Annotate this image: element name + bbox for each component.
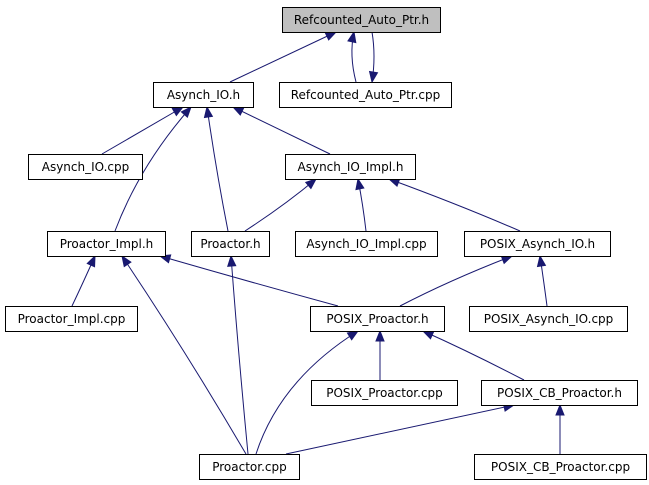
node-asynch-io-impl-h[interactable]: Asynch_IO_Impl.h (285, 154, 416, 180)
node-box (282, 7, 441, 33)
arrowhead-proactor-cpp-to-proactor-h (227, 254, 237, 267)
arrowhead-refcounted-auto-ptr-cpp-to-refcounted-auto-ptr-h (347, 30, 357, 44)
node-label: Proactor_Impl.h (60, 237, 154, 251)
arrowhead-proactor-h-to-asynch-io-impl-h (304, 178, 318, 190)
node-box (310, 306, 445, 332)
node-refcounted-auto-ptr-h[interactable]: Refcounted_Auto_Ptr.h (282, 7, 441, 33)
arrowhead-proactor-impl-h-to-asynch-io-h (180, 105, 192, 119)
edge-posix-proactor-h-to-posix-asynch-io-h (399, 255, 513, 307)
node-label: Refcounted_Auto_Ptr.cpp (291, 88, 441, 102)
node-label: Proactor_Impl.cpp (18, 312, 126, 326)
node-label: POSIX_Asynch_IO.h (480, 237, 595, 251)
node-posix-proactor-cpp[interactable]: POSIX_Proactor.cpp (311, 380, 458, 406)
node-box (191, 231, 270, 257)
arrowhead-asynch-io-impl-h-to-asynch-io-h (231, 106, 245, 116)
arrowhead-asynch-io-cpp-to-asynch-io-h (171, 106, 185, 117)
node-asynch-io-impl-cpp[interactable]: Asynch_IO_Impl.cpp (295, 231, 438, 257)
arrowhead-posix-asynch-io-cpp-to-posix-asynch-io-h (536, 254, 547, 268)
node-box (279, 82, 452, 108)
node-refcounted-auto-ptr-cpp[interactable]: Refcounted_Auto_Ptr.cpp (279, 82, 452, 108)
arrowhead-refcounted-auto-ptr-h-to-refcounted-auto-ptr-cpp (368, 70, 379, 84)
node-box (474, 454, 647, 480)
edges-layer (71, 30, 565, 455)
node-label: Refcounted_Auto_Ptr.h (294, 13, 429, 27)
arrowhead-asynch-io-h-to-refcounted-auto-ptr-h (324, 31, 338, 41)
node-box (5, 306, 138, 332)
node-label: Proactor.cpp (212, 460, 287, 474)
edge-proactor-cpp-to-posix-cb-proactor-h (285, 404, 515, 455)
node-box (311, 380, 458, 406)
node-posix-proactor-h[interactable]: POSIX_Proactor.h (310, 306, 445, 332)
node-box (47, 231, 166, 257)
edge-proactor-h-to-asynch-io-impl-h (244, 178, 317, 232)
node-proactor-impl-cpp[interactable]: Proactor_Impl.cpp (5, 306, 138, 332)
node-posix-cb-proactor-h[interactable]: POSIX_CB_Proactor.h (481, 380, 638, 406)
node-box (285, 154, 416, 180)
node-label: POSIX_CB_Proactor.cpp (491, 460, 630, 474)
edge-asynch-io-cpp-to-asynch-io-h (101, 106, 184, 155)
node-label: POSIX_Proactor.h (326, 312, 428, 326)
node-label: Asynch_IO_Impl.h (298, 160, 404, 174)
node-label: Asynch_IO.cpp (42, 160, 130, 174)
node-box (469, 306, 628, 332)
node-posix-asynch-io-cpp[interactable]: POSIX_Asynch_IO.cpp (469, 306, 628, 332)
edge-proactor-cpp-to-posix-proactor-h (255, 330, 359, 455)
node-label: POSIX_CB_Proactor.h (497, 386, 622, 400)
arrowhead-posix-cb-proactor-h-to-posix-proactor-h (421, 330, 435, 340)
node-box (295, 231, 438, 257)
edge-asynch-io-impl-h-to-asynch-io-h (232, 106, 331, 155)
node-asynch-io-h[interactable]: Asynch_IO.h (153, 82, 254, 108)
node-box (199, 454, 300, 480)
edge-proactor-cpp-to-proactor-h (230, 255, 249, 455)
edge-asynch-io-h-to-refcounted-auto-ptr-h (229, 31, 337, 83)
node-label: POSIX_Proactor.cpp (326, 386, 443, 400)
node-posix-cb-proactor-cpp[interactable]: POSIX_CB_Proactor.cpp (474, 454, 647, 480)
edge-posix-asynch-io-h-to-asynch-io-impl-h (388, 178, 521, 232)
arrowhead-proactor-h-to-asynch-io-h (203, 105, 214, 119)
node-box (481, 380, 638, 406)
arrowhead-asynch-io-impl-cpp-to-asynch-io-impl-h (355, 177, 365, 191)
edge-proactor-cpp-to-proactor-impl-h (121, 255, 247, 455)
edge-proactor-impl-h-to-asynch-io-h (114, 106, 192, 232)
arrowhead-posix-cb-proactor-cpp-to-posix-cb-proactor-h (555, 403, 565, 416)
edge-proactor-h-to-asynch-io-h (206, 106, 229, 232)
edge-posix-proactor-h-to-proactor-impl-h (159, 255, 339, 307)
node-box (153, 82, 254, 108)
node-asynch-io-cpp[interactable]: Asynch_IO.cpp (28, 154, 143, 180)
arrowhead-proactor-cpp-to-proactor-impl-h (121, 254, 132, 268)
arrowhead-proactor-impl-cpp-to-proactor-impl-h (86, 254, 96, 268)
node-label: POSIX_Asynch_IO.cpp (484, 312, 614, 326)
node-proactor-h[interactable]: Proactor.h (191, 231, 270, 257)
node-box (28, 154, 143, 180)
node-label: Asynch_IO_Impl.cpp (306, 237, 426, 251)
node-proactor-impl-h[interactable]: Proactor_Impl.h (47, 231, 166, 257)
arrowhead-posix-proactor-cpp-to-posix-proactor-h (375, 329, 385, 342)
edge-posix-cb-proactor-h-to-posix-proactor-h (422, 330, 525, 381)
arrowhead-proactor-cpp-to-posix-proactor-h (346, 330, 360, 341)
node-label: Proactor.h (200, 237, 260, 251)
node-proactor-cpp[interactable]: Proactor.cpp (199, 454, 300, 480)
node-box (464, 231, 611, 257)
node-posix-asynch-io-h[interactable]: POSIX_Asynch_IO.h (464, 231, 611, 257)
node-label: Asynch_IO.h (167, 88, 240, 102)
